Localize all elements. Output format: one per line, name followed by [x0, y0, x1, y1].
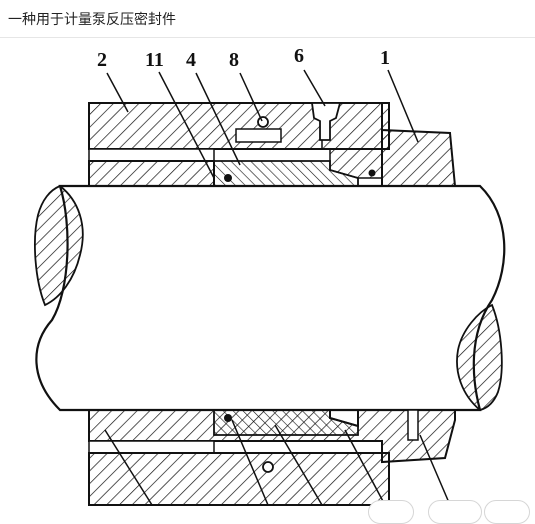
shaft: [34, 184, 506, 412]
page-header: 一种用于计量泵反压密封件: [0, 0, 535, 38]
part-label-2: 2: [97, 49, 107, 71]
part-label-6: 6: [294, 45, 304, 67]
floating-button-3[interactable]: [484, 500, 530, 524]
part-label-11: 11: [145, 49, 164, 71]
leader-lines: [104, 69, 451, 506]
part-label-1: 1: [380, 47, 390, 69]
seal-cross-section-figure: 2 11 4 8 6 1: [34, 45, 506, 506]
upper-housing: [88, 102, 457, 187]
floating-button-1[interactable]: [368, 500, 414, 524]
page-title: 一种用于计量泵反压密封件: [8, 12, 176, 28]
lower-housing: [88, 409, 456, 506]
part-label-8: 8: [229, 49, 239, 71]
floating-button-2[interactable]: [428, 500, 482, 524]
part-label-4: 4: [186, 49, 196, 71]
